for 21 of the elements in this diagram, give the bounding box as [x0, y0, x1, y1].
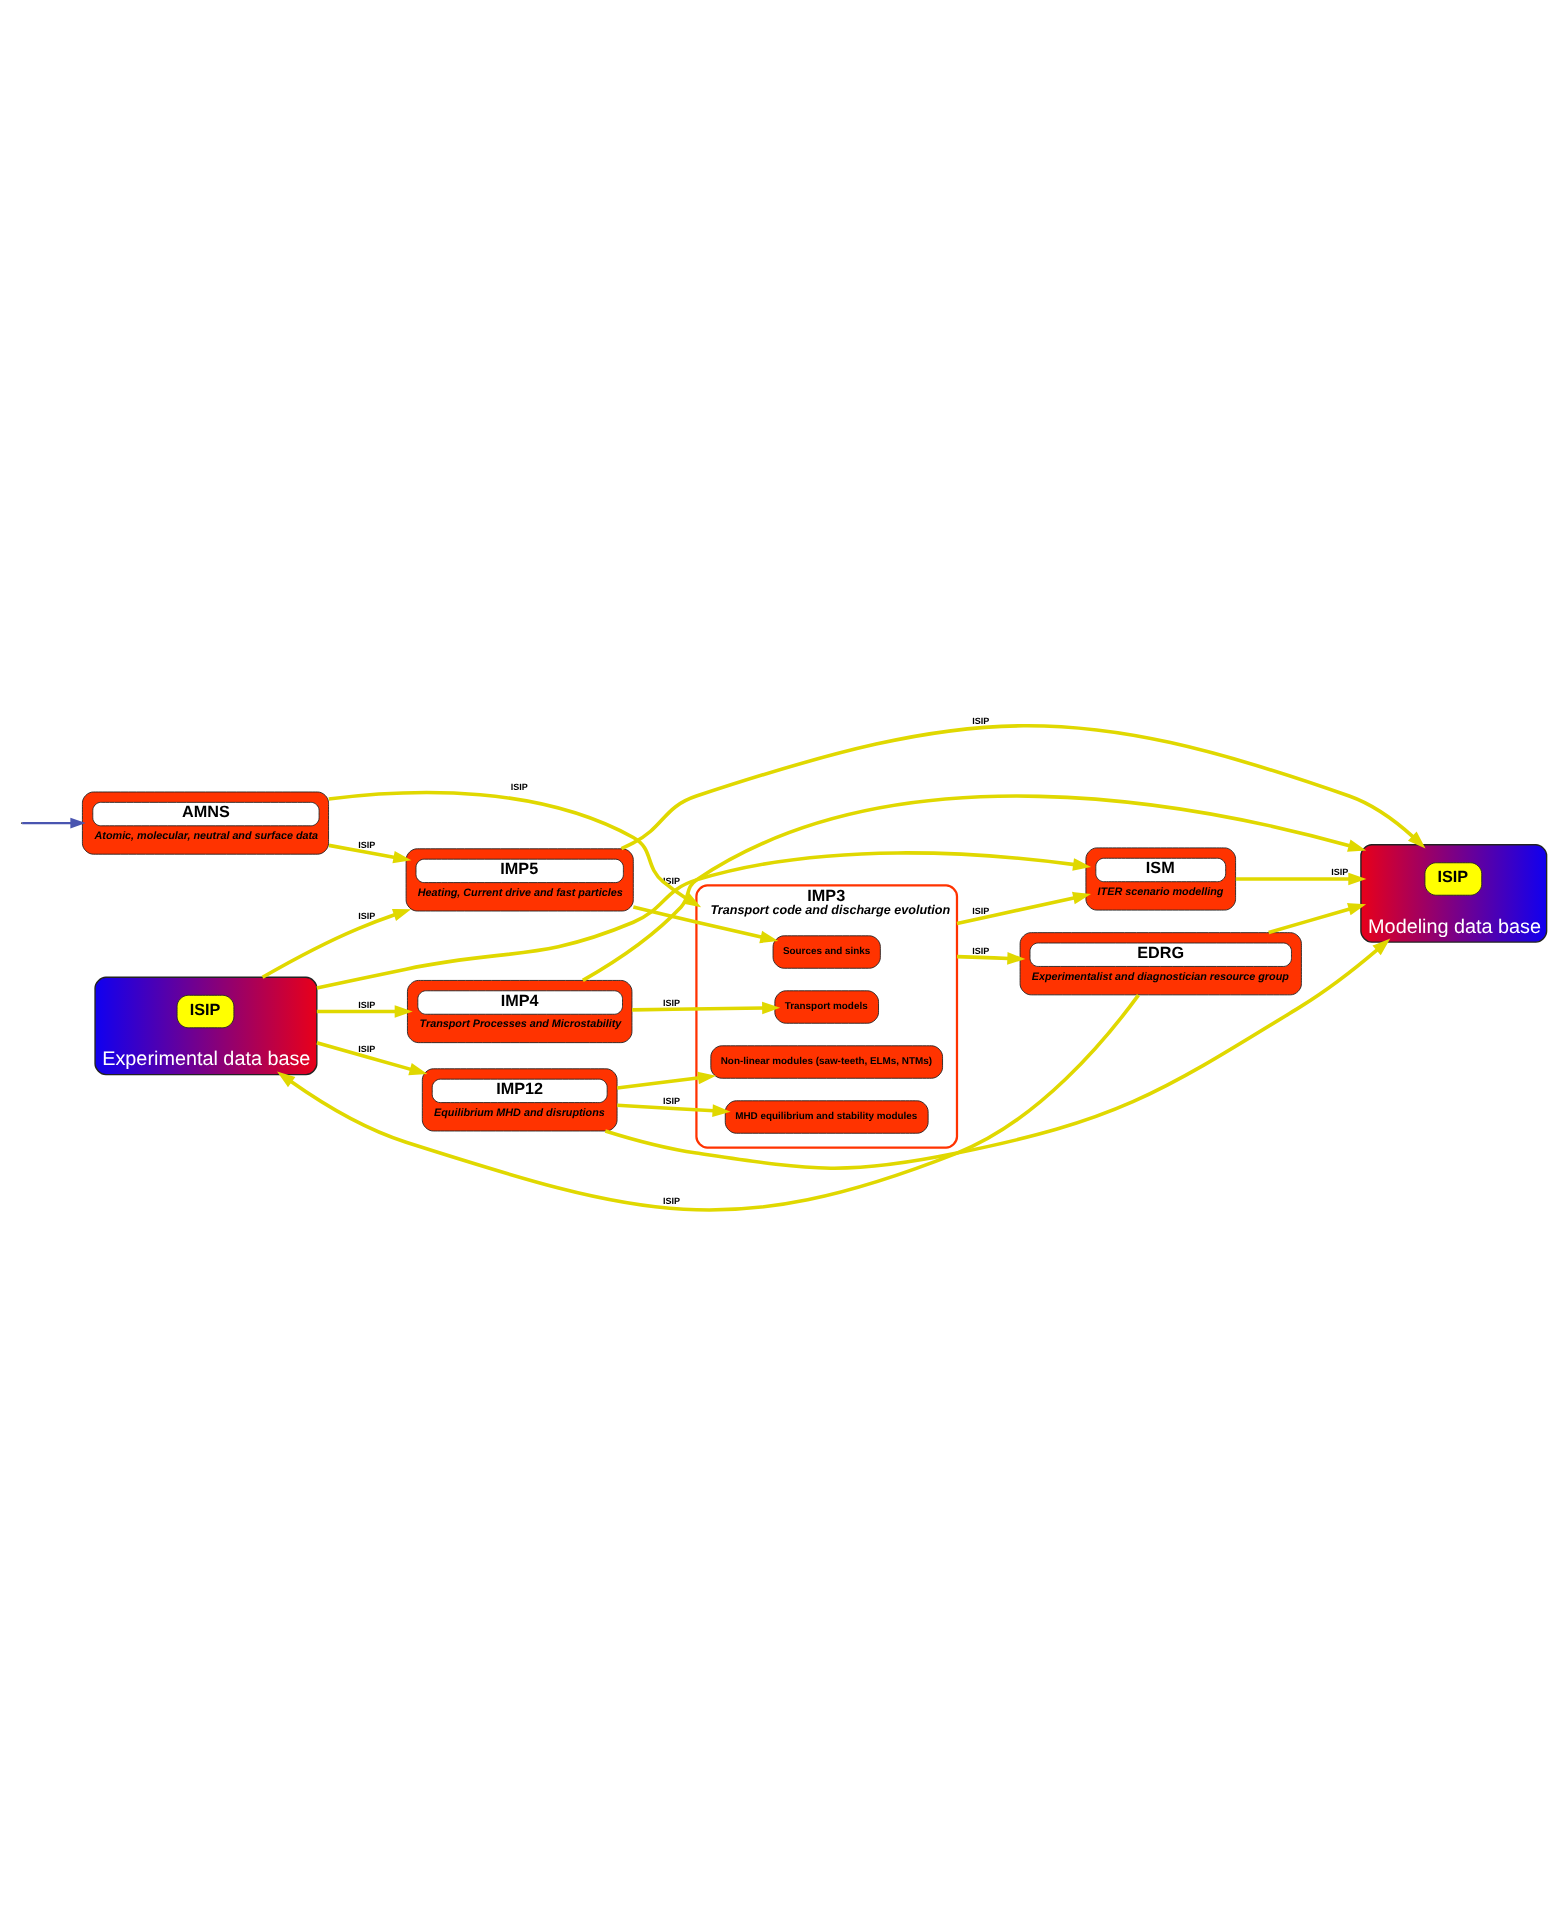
arrow — [316, 850, 1092, 989]
arrow — [316, 1040, 428, 1075]
arrow — [620, 723, 1426, 850]
arrow — [277, 993, 1140, 1211]
arrow — [22, 816, 86, 828]
arrow — [632, 904, 779, 943]
node-box: ISIP — [176, 993, 235, 1028]
node-box: ISIP — [1424, 861, 1483, 895]
arrow — [632, 1000, 781, 1014]
arrow — [328, 842, 412, 863]
arrow — [261, 908, 412, 978]
arrow — [617, 1102, 731, 1116]
arrow — [956, 951, 1026, 964]
arrow — [1235, 871, 1367, 885]
arrow — [604, 937, 1391, 1169]
arrow — [1268, 902, 1367, 934]
arrow — [956, 890, 1092, 925]
arrow — [581, 793, 1367, 981]
arrow — [616, 1070, 717, 1089]
arrow — [328, 789, 702, 907]
arrow — [316, 1004, 413, 1017]
